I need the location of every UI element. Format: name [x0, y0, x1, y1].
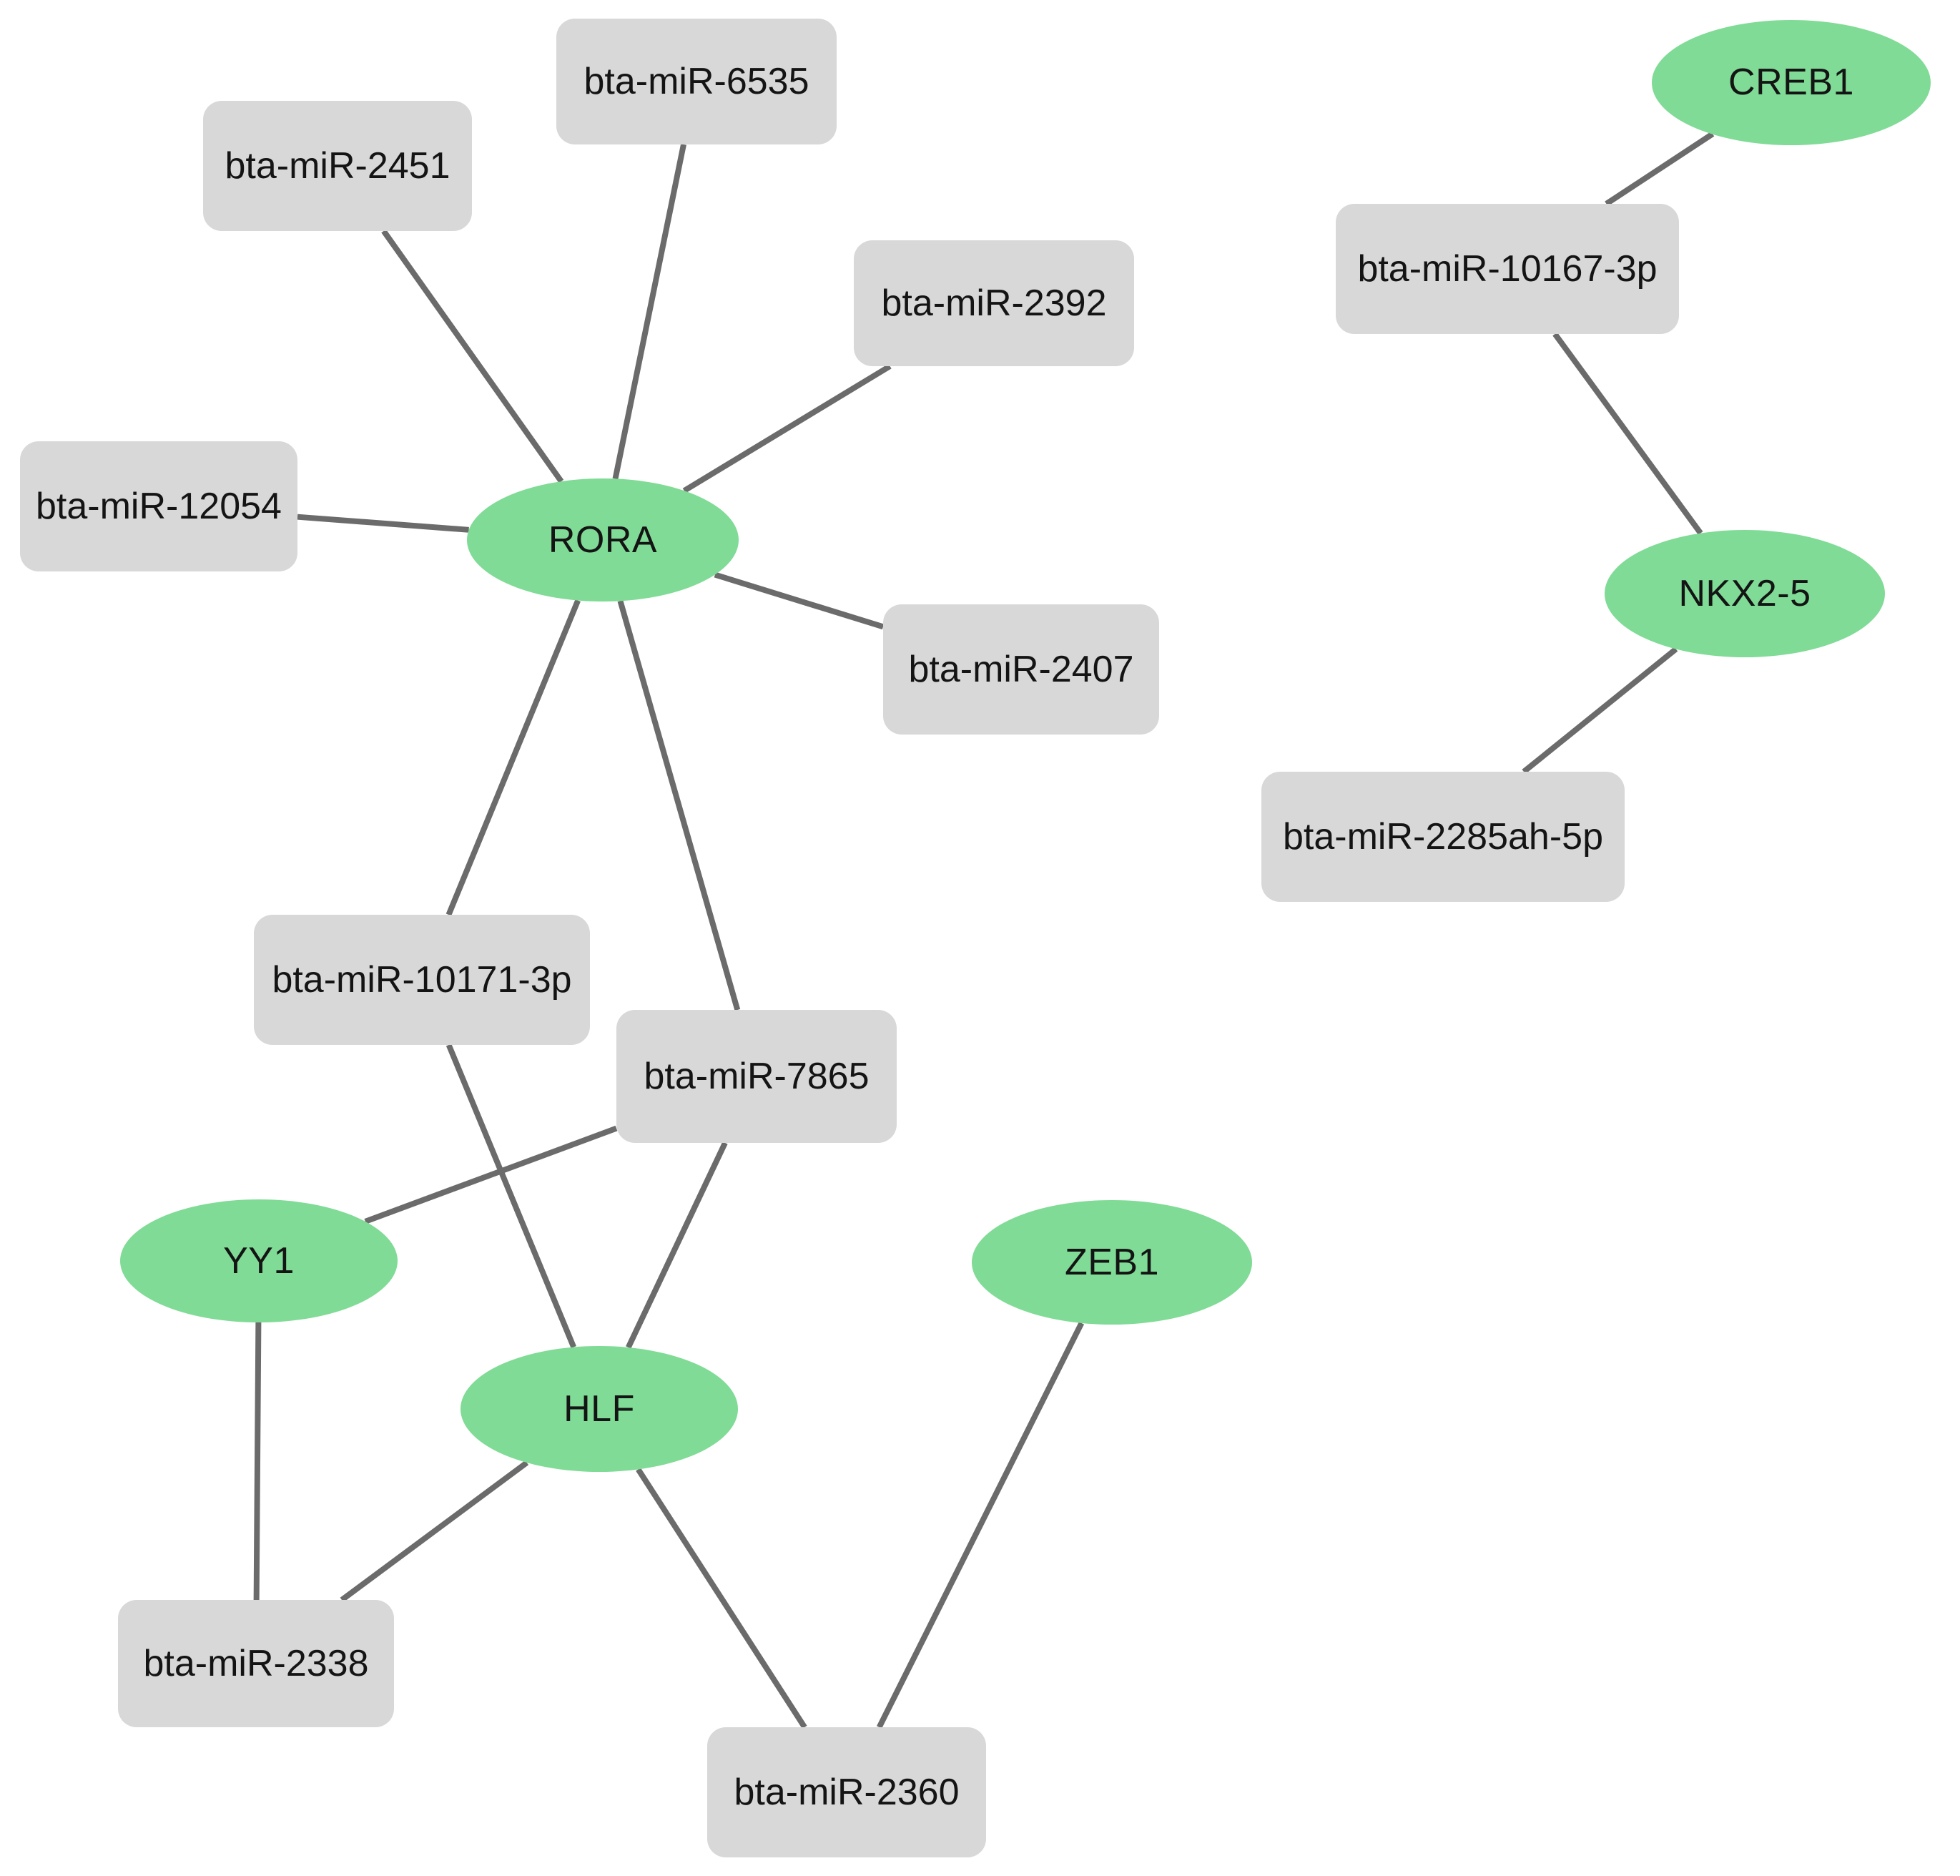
- mirna-node-bta-miR-12054[interactable]: bta-miR-12054: [20, 441, 297, 571]
- mirna-node-bta-miR-6535[interactable]: bta-miR-6535: [556, 19, 837, 144]
- mirna-node-bta-miR-10167-3p[interactable]: bta-miR-10167-3p: [1336, 204, 1679, 334]
- edge-bta-miR-2407--RORA[interactable]: [714, 571, 885, 630]
- edge-bta-miR-10171-3p--HLF[interactable]: [445, 1043, 576, 1349]
- gene-node-ZEB1[interactable]: ZEB1: [972, 1200, 1252, 1325]
- node-label: bta-miR-10167-3p: [1357, 248, 1658, 290]
- gene-node-YY1[interactable]: YY1: [120, 1199, 398, 1322]
- edge-bta-miR-6535--RORA[interactable]: [612, 144, 686, 480]
- mirna-node-bta-miR-10171-3p[interactable]: bta-miR-10171-3p: [254, 915, 590, 1045]
- mirna-node-bta-miR-2392[interactable]: bta-miR-2392: [854, 240, 1134, 366]
- node-label: YY1: [223, 1240, 295, 1282]
- mirna-node-bta-miR-7865[interactable]: bta-miR-7865: [616, 1010, 897, 1143]
- mirna-node-bta-miR-2338[interactable]: bta-miR-2338: [118, 1600, 394, 1727]
- node-label: bta-miR-2360: [734, 1772, 960, 1813]
- gene-node-RORA[interactable]: RORA: [467, 478, 739, 601]
- mirna-node-bta-miR-2451[interactable]: bta-miR-2451: [203, 101, 472, 231]
- edge-bta-miR-12054--RORA[interactable]: [297, 514, 469, 533]
- node-label: RORA: [548, 519, 658, 561]
- node-label: bta-miR-12054: [36, 486, 282, 527]
- node-label: bta-miR-2338: [143, 1643, 369, 1684]
- node-label: CREB1: [1728, 62, 1854, 103]
- node-label: bta-miR-2285ah-5p: [1282, 816, 1604, 858]
- node-label: ZEB1: [1064, 1242, 1160, 1283]
- edge-bta-miR-10171-3p--RORA[interactable]: [445, 599, 581, 916]
- mirna-node-bta-miR-2407[interactable]: bta-miR-2407: [883, 604, 1159, 735]
- node-label: bta-miR-6535: [583, 61, 809, 102]
- edge-CREB1--bta-miR-10167-3p[interactable]: [1605, 131, 1715, 207]
- mirna-node-bta-miR-2360[interactable]: bta-miR-2360: [707, 1727, 986, 1857]
- edge-bta-miR-2451--RORA[interactable]: [381, 229, 564, 483]
- edge-bta-miR-10167-3p--NKX2-5[interactable]: [1552, 332, 1703, 535]
- mirna-node-bta-miR-2285ah-5p[interactable]: bta-miR-2285ah-5p: [1261, 772, 1625, 902]
- edge-bta-miR-7865--YY1[interactable]: [364, 1125, 618, 1224]
- gene-node-CREB1[interactable]: CREB1: [1652, 19, 1931, 145]
- node-label: bta-miR-7865: [644, 1056, 870, 1097]
- node-label: bta-miR-2407: [908, 649, 1134, 690]
- node-label: bta-miR-10171-3p: [272, 959, 572, 1001]
- edge-bta-miR-2392--RORA[interactable]: [682, 363, 892, 493]
- edge-bta-miR-7865--HLF[interactable]: [626, 1141, 728, 1349]
- edge-bta-miR-7865--RORA[interactable]: [617, 600, 741, 1011]
- gene-node-NKX2-5[interactable]: NKX2-5: [1605, 530, 1885, 657]
- edge-NKX2-5--bta-miR-2285ah-5p[interactable]: [1522, 647, 1678, 775]
- edge-HLF--bta-miR-2338[interactable]: [340, 1460, 529, 1603]
- node-label: HLF: [563, 1388, 635, 1430]
- edge-ZEB1--bta-miR-2360[interactable]: [876, 1322, 1085, 1729]
- node-label: NKX2-5: [1678, 573, 1811, 614]
- node-label: bta-miR-2451: [225, 145, 450, 187]
- gene-node-HLF[interactable]: HLF: [461, 1346, 738, 1472]
- edge-YY1--bta-miR-2338[interactable]: [253, 1322, 262, 1601]
- node-label: bta-miR-2392: [881, 283, 1107, 324]
- edge-HLF--bta-miR-2360[interactable]: [636, 1468, 807, 1729]
